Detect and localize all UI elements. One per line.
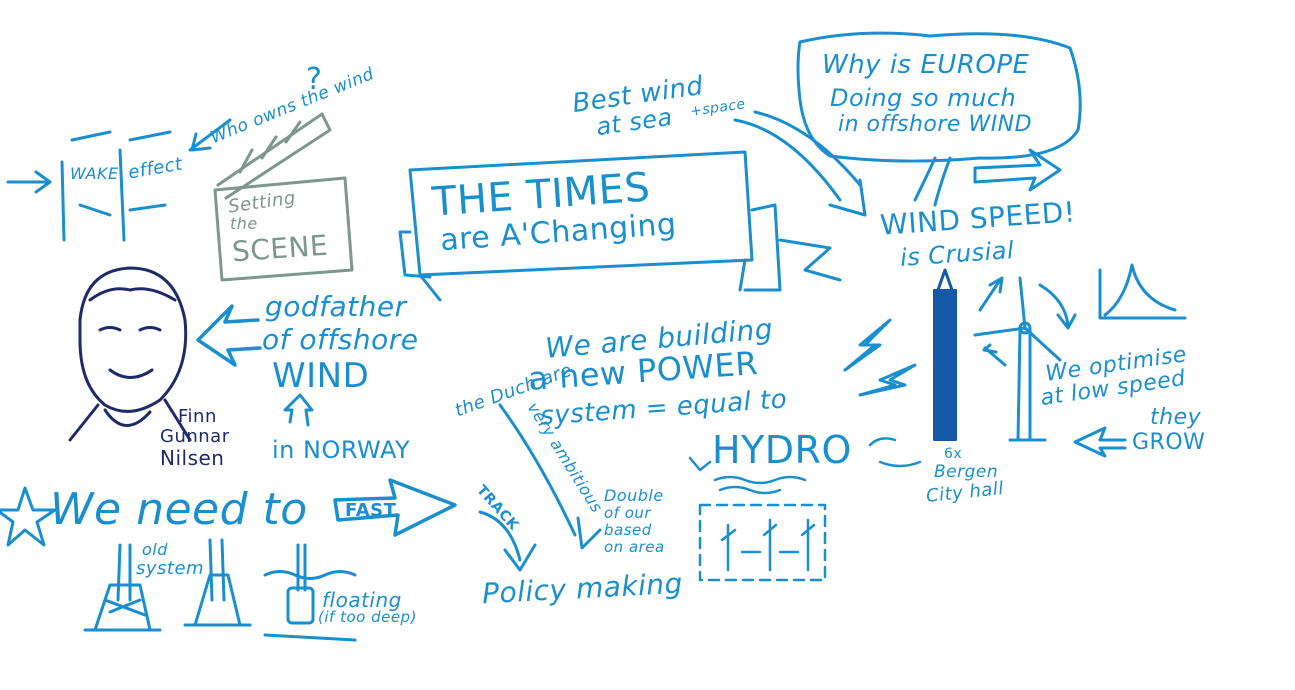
portrait-icon [70, 268, 190, 440]
double-line-1: Double [604, 486, 664, 505]
old-system-line-1: old [142, 540, 168, 559]
name-last: Nilsen [160, 446, 224, 470]
wind-turbine-icon [975, 278, 1060, 440]
double-line-4: on area [604, 538, 665, 556]
why-europe-line-1: Why is EUROPE [822, 50, 1029, 80]
name-middle: Gunnar [160, 426, 230, 447]
name-first: Finn [178, 406, 217, 427]
they-grow-line-2: GROW [1132, 430, 1205, 455]
question-mark: ? [306, 62, 322, 97]
lightning-icon [845, 320, 915, 395]
hydro: HYDRO [712, 428, 852, 472]
wind-farm-box-icon [700, 505, 825, 580]
floating-line-2: (if too deep) [318, 608, 417, 626]
scene-label: SCENE [231, 229, 329, 269]
star-icon [0, 488, 55, 545]
mini-turbines-icon [722, 520, 814, 570]
wake-arrow-icon [8, 120, 230, 240]
old-system-line-2: system [136, 558, 204, 579]
why-europe-line-2: Doing so much [830, 84, 1016, 112]
rotation-arrow-icon [980, 278, 1075, 365]
double-line-3: based [604, 521, 652, 539]
in-norway: in NORWAY [272, 436, 410, 464]
wake-label: WAKE [70, 164, 119, 183]
up-arrow-icon [285, 395, 312, 425]
they-grow-line-1: they [1150, 405, 1201, 430]
left-arrow-icon [1075, 428, 1125, 456]
we-need-to: We need to [50, 484, 308, 535]
bell-curve-icon [1100, 265, 1185, 318]
the-label: the [230, 214, 258, 233]
godfather-arrow-icon [198, 306, 260, 365]
godfather-line-2: of offshore [262, 323, 418, 356]
double-line-2: of our [604, 504, 651, 522]
godfather-line-3: WIND [272, 356, 369, 396]
bergen-line-1: 6x [944, 446, 962, 462]
bergen-tower-icon [934, 270, 956, 440]
godfather-line-1: godfather [265, 290, 407, 323]
fast-label: FAST [345, 500, 396, 521]
why-europe-line-3: in offshore WIND [838, 112, 1032, 137]
